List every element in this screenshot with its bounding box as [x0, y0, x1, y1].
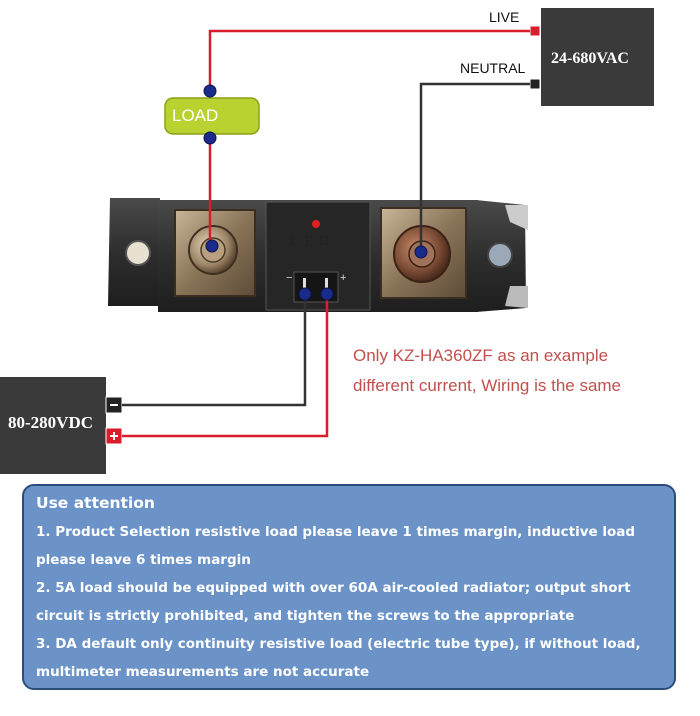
neutral-wire	[419, 82, 530, 252]
live-wire	[208, 29, 530, 90]
relay-center-panel	[265, 201, 371, 311]
neutral-terminal-icon	[529, 78, 541, 90]
attention-item-2: 2. 5A load should be equipped with over …	[36, 580, 631, 624]
right-terminal-connector-icon	[414, 245, 428, 259]
input-pin-plus-icon	[325, 278, 328, 288]
attention-item-1: 1. Product Selection resistive load plea…	[36, 524, 636, 568]
live-terminal-icon	[529, 25, 541, 37]
led-label: LED	[290, 234, 336, 249]
input-plus-connector-icon	[320, 287, 334, 301]
dc-source-box	[0, 377, 106, 474]
dc-minus-wire	[122, 294, 307, 407]
ac-source-box	[541, 8, 654, 106]
relay-right-tab	[505, 205, 528, 230]
relay-right-tab-bottom	[505, 286, 528, 308]
input-minus-connector-icon	[298, 287, 312, 301]
solid-state-relay	[108, 198, 528, 312]
attention-item-3: 3. DA default only continuity resistive …	[36, 636, 641, 680]
wiring-note: different current, Wiring is the same	[353, 376, 622, 395]
dc-source-label: 80-280VDC	[8, 413, 93, 432]
left-terminal-connector-icon	[205, 239, 219, 253]
dc-plus-symbol-icon	[110, 432, 118, 440]
example-note: Only KZ-HA360ZF as an example	[353, 346, 609, 365]
dc-plus-wire	[122, 294, 329, 438]
right-mount-hole-icon	[487, 242, 513, 268]
neutral-label: NEUTRAL	[460, 60, 526, 76]
load-label: LOAD	[172, 106, 219, 125]
left-mount-hole-icon	[125, 240, 151, 266]
ac-source-label: 24-680VAC	[551, 50, 629, 67]
live-label: LIVE	[489, 9, 520, 25]
attention-title: Use attention	[36, 494, 155, 512]
pin-plus-label: +	[340, 272, 347, 284]
load-bottom-connector-icon	[203, 131, 217, 145]
load-top-connector-icon	[203, 84, 217, 98]
led-indicator-icon	[312, 220, 320, 228]
pin-minus-label: −	[286, 272, 293, 284]
input-pin-minus-icon	[303, 278, 306, 288]
attention-panel: Use attention 1. Product Selection resis…	[22, 484, 676, 690]
